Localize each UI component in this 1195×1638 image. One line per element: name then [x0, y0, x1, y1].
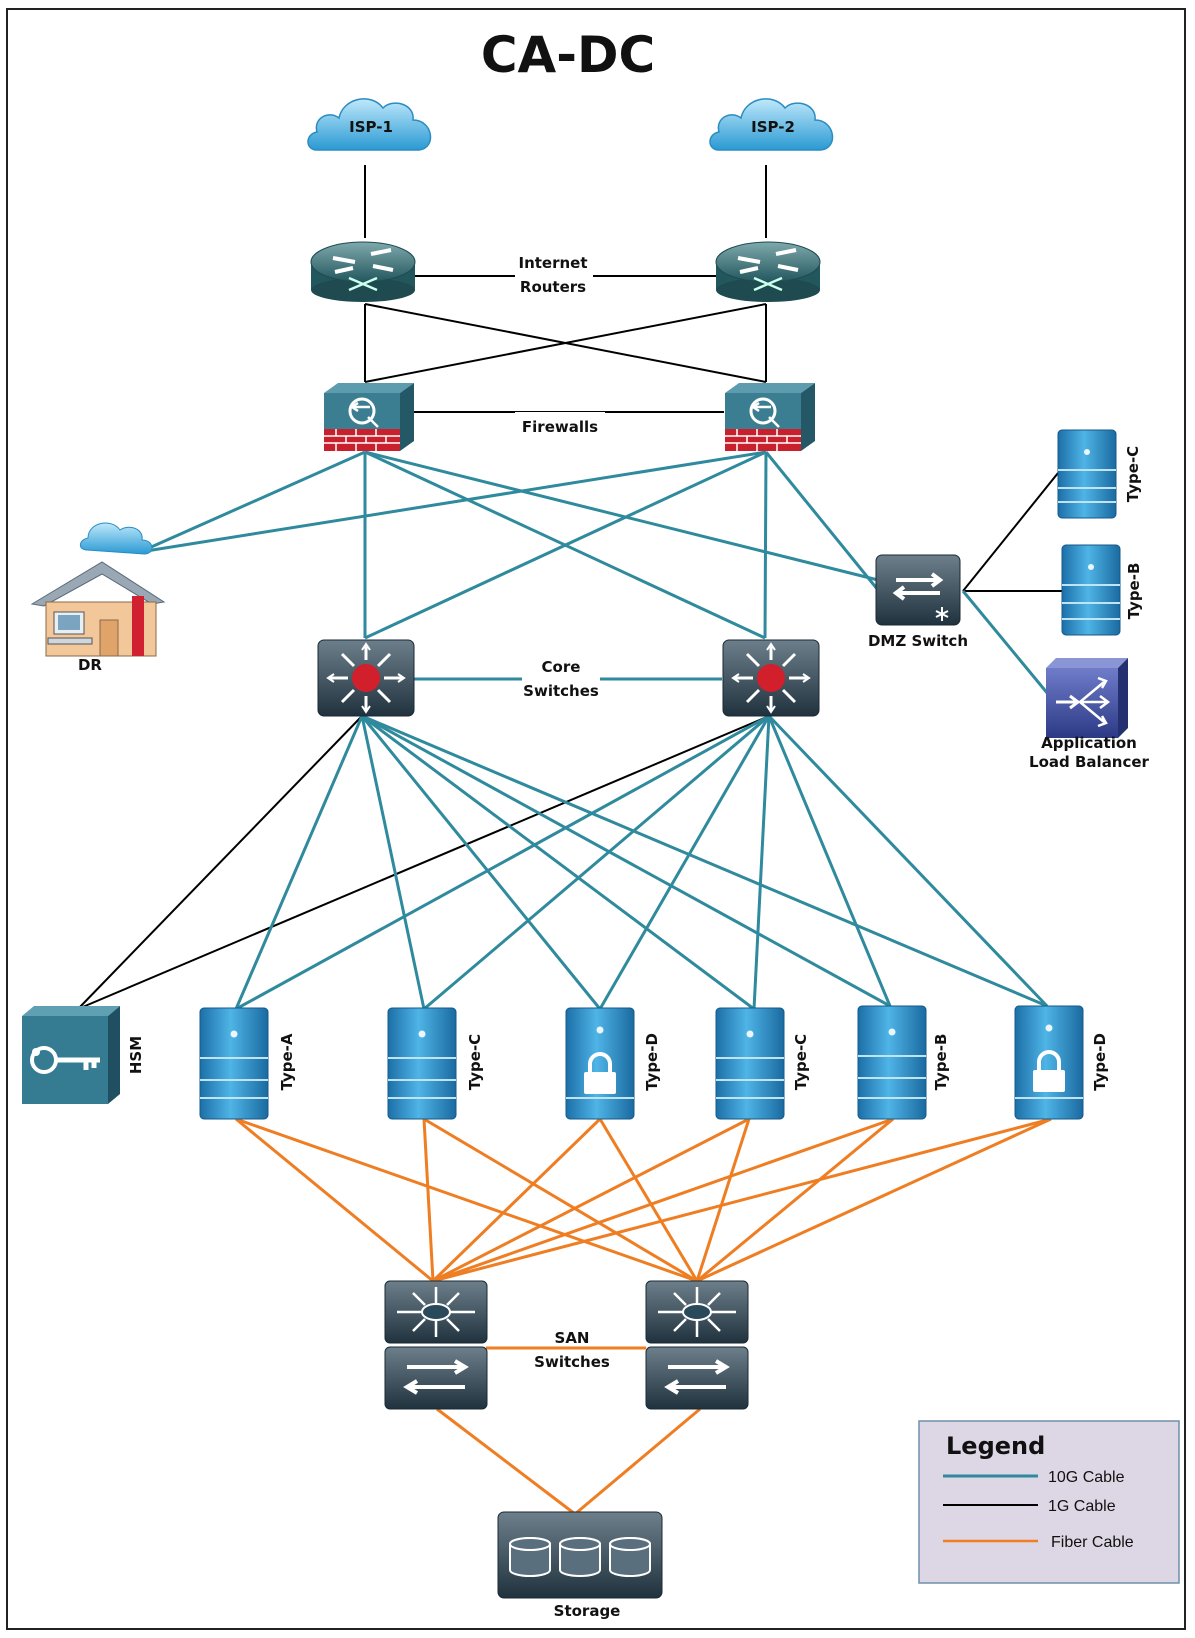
cable-fiber-san2-storage — [574, 1407, 701, 1516]
cable-core2-server4 — [752, 715, 771, 1010]
cable-firewall2-dr — [139, 450, 767, 554]
server5-label: Type-B — [932, 1034, 950, 1091]
cable-fiber-server1-san1 — [235, 1117, 434, 1283]
server-icon — [715, 1007, 785, 1120]
cable-core2-server6 — [767, 714, 1049, 1008]
san-label-line2: Switches — [534, 1353, 610, 1371]
cloud-icon — [307, 98, 432, 151]
router-icon — [715, 241, 821, 302]
isp1-label: ISP-1 — [349, 118, 393, 136]
cable-core2-hsm — [77, 715, 770, 1010]
legend-box — [918, 1420, 1180, 1584]
dmz-server-typeb-label: Type-B — [1125, 563, 1143, 620]
cable-core2-server1 — [235, 714, 770, 1011]
server6-label: Type-D — [1091, 1033, 1109, 1091]
cable-firewall2-core1 — [364, 450, 767, 640]
router-icon — [310, 241, 416, 302]
cable-core1-hsm — [77, 715, 363, 1010]
cable-firewall2-dmz — [764, 451, 880, 591]
legend-item-fiber: Fiber Cable — [1051, 1534, 1134, 1551]
page-title: CA-DC — [481, 26, 655, 84]
cables-fiber — [235, 1117, 1052, 1516]
cable-dmz-alb — [961, 590, 1050, 695]
cable-firewall1-dmz — [364, 450, 879, 582]
server3-label: Type-D — [643, 1033, 661, 1091]
legend-title: Legend — [946, 1432, 1045, 1460]
cable-dmz-server-typec — [962, 472, 1059, 592]
cable-fiber-server6-san1 — [432, 1117, 1052, 1283]
cable-core1-server2 — [360, 715, 426, 1010]
cable-fiber-server3-san1 — [431, 1117, 602, 1283]
cable-firewall1-dr — [139, 450, 366, 554]
dmz-switch-icon — [875, 554, 961, 626]
core-label-line2: Switches — [523, 682, 599, 700]
cable-core1-server5 — [361, 714, 891, 1008]
cables-1g — [77, 165, 1064, 1010]
storage-icon — [497, 1511, 663, 1599]
cable-core2-server2 — [423, 714, 770, 1011]
cable-core1-server3 — [360, 715, 602, 1010]
cable-fiber-server2-san2 — [423, 1117, 698, 1283]
server2-label: Type-C — [466, 1034, 484, 1090]
core-switch-icon — [722, 639, 820, 717]
firewalls-label-bg — [515, 412, 605, 436]
core-label-bg — [522, 655, 600, 701]
cable-fiber-server4-san1 — [432, 1117, 750, 1283]
legend-item-10g: 10G Cable — [1048, 1469, 1125, 1486]
server-icon — [199, 1007, 269, 1120]
cable-firewall2-core2 — [763, 451, 768, 639]
legend: Legend 10G Cable 1G Cable Fiber Cable — [918, 1420, 1180, 1584]
san-switch-icon — [384, 1280, 488, 1410]
core-switch-icon — [317, 639, 415, 717]
firewall-icon — [324, 383, 414, 451]
dmz-switch-label: DMZ Switch — [868, 632, 968, 650]
routers-label-line2: Routers — [520, 278, 586, 296]
cable-fiber-server5-san1 — [432, 1117, 894, 1283]
diagram-frame — [6, 8, 1186, 1630]
storage-label: Storage — [554, 1602, 621, 1620]
dmz-server-typec-label: Type-C — [1124, 446, 1142, 502]
firewalls-label: Firewalls — [522, 418, 598, 436]
cable-core2-server5 — [767, 715, 892, 1007]
routers-label-line1: Internet — [518, 254, 587, 272]
cable-core2-server3 — [598, 715, 771, 1010]
server1-label: Type-A — [278, 1033, 296, 1090]
cable-core1-server4 — [361, 714, 755, 1011]
alb-label-line1: Application — [1041, 734, 1137, 752]
server-icon — [1061, 544, 1121, 636]
cable-fiber-server5-san2 — [696, 1117, 894, 1283]
alb-label-line2: Load Balancer — [1029, 753, 1150, 771]
cable-fiber-server1-san2 — [235, 1117, 698, 1283]
cable-fiber-san1-storage — [436, 1407, 576, 1516]
cable-router2-firewall1 — [364, 303, 767, 383]
dr-label: DR — [78, 656, 102, 674]
routers-label-bg — [515, 255, 593, 297]
isp2-label: ISP-2 — [751, 118, 795, 136]
hsm-key-icon — [22, 1006, 120, 1104]
load-balancer-icon — [1046, 658, 1128, 738]
secure-server-icon — [1014, 1005, 1084, 1120]
cables-10g — [139, 450, 1050, 1011]
cable-fiber-server3-san2 — [598, 1118, 699, 1282]
legend-item-1g: 1G Cable — [1048, 1498, 1116, 1515]
cable-fiber-server4-san2 — [695, 1118, 751, 1282]
cable-fiber-server6-san2 — [696, 1117, 1052, 1283]
server-icon — [1057, 429, 1117, 519]
hsm-label: HSM — [127, 1036, 145, 1074]
secure-server-icon — [565, 1007, 635, 1120]
san-switch-icon — [645, 1280, 749, 1410]
san-label-line1: SAN — [555, 1329, 590, 1347]
server-icon — [387, 1007, 457, 1120]
server-icon — [857, 1005, 927, 1120]
cable-core1-server1 — [234, 715, 364, 1010]
server4-label: Type-C — [792, 1034, 810, 1090]
dr-site-icon — [30, 522, 166, 657]
firewall-icon — [725, 383, 815, 451]
cable-core1-server6 — [361, 714, 1048, 1008]
cable-fiber-server2-san1 — [422, 1118, 435, 1282]
core-label-line1: Core — [542, 658, 581, 676]
cloud-icon — [709, 98, 834, 151]
